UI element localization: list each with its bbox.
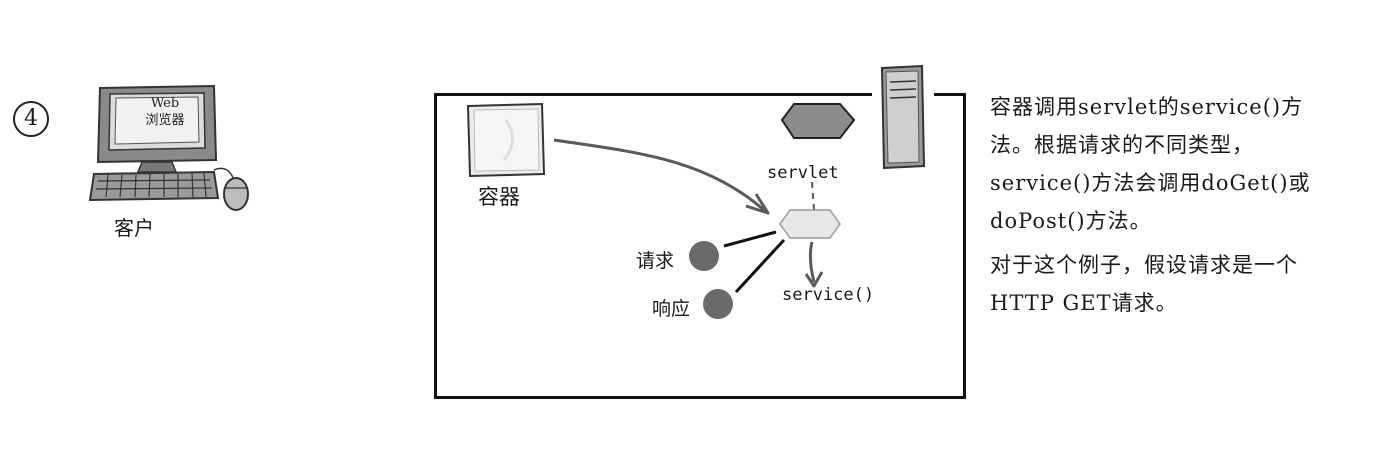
container-icon [466, 102, 546, 178]
step-number-badge: 4 [13, 101, 49, 137]
browser-screen-label: Web 浏览器 [116, 95, 214, 129]
container-label: 容器 [478, 185, 520, 209]
client-computer: Web 浏览器 客户 [86, 80, 256, 240]
servlet-thread-connector [811, 181, 815, 211]
servlet-icon [780, 103, 856, 139]
description-paragraph-1: 容器调用servlet的service()方法。根据请求的不同类型，servic… [990, 95, 1311, 233]
description-paragraph-2: 对于这个例子，假设请求是一个HTTP GET请求。 [990, 253, 1298, 315]
servlet-label: servlet [767, 163, 839, 183]
request-link [723, 230, 777, 248]
screen-line-browser: 浏览器 [145, 113, 185, 128]
response-object-icon [703, 289, 733, 319]
request-object-icon [689, 241, 719, 271]
response-link [734, 238, 786, 294]
screen-line-web: Web [150, 96, 180, 111]
service-method-label: service() [782, 285, 875, 305]
service-arrow [808, 241, 816, 283]
client-label: 客户 [114, 216, 154, 240]
service-arrowhead [804, 271, 824, 288]
response-label: 响应 [652, 298, 691, 320]
description-block: 容器调用servlet的service()方法。根据请求的不同类型，servic… [990, 88, 1345, 328]
computer-icon [88, 84, 249, 211]
request-label: 请求 [636, 250, 675, 272]
servlet-diagram [466, 64, 934, 319]
thread-icon [779, 209, 841, 239]
dispatch-arrow [553, 138, 765, 212]
container-frame [434, 93, 966, 399]
dispatch-arrowhead [745, 193, 770, 215]
server-tower-icon [880, 64, 926, 170]
